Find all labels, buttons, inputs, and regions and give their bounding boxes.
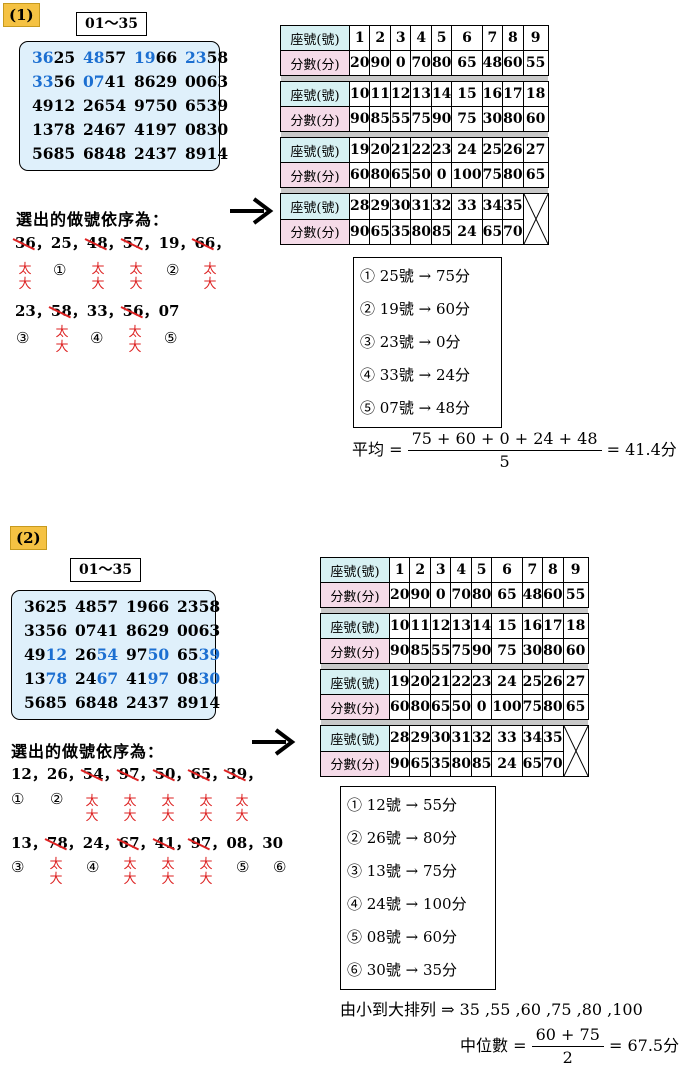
too-big-mark: 太大 xyxy=(18,262,32,292)
selection-line-2b: 13，78，24，67，41，97，08，30 xyxy=(11,834,284,852)
selection-title-1: 選出的做號依序為： xyxy=(16,210,170,229)
arrow-right-icon xyxy=(252,728,296,756)
seat-header: 座號(號) xyxy=(280,25,350,51)
selection-line-2a: 12，26，54，97，50，65，39， xyxy=(11,765,263,783)
sorted-list: 由小到大排列 ⇒ 35 ,55 ,60 ,75 ,80 ,100 xyxy=(340,1000,643,1019)
empty-cell-cross xyxy=(562,725,589,777)
selection-title-2: 選出的做號依序為： xyxy=(11,742,165,761)
too-big-mark: 太大 xyxy=(55,325,69,355)
empty-cell-cross xyxy=(522,193,549,245)
selection-line-1b: 23，58，33，56，07 xyxy=(15,302,180,320)
circle-mark-5: ⑤ xyxy=(164,329,178,347)
arrow-right-icon xyxy=(230,197,274,225)
too-big-mark: 太大 xyxy=(128,325,142,355)
circle-mark-2: ② xyxy=(166,261,180,279)
range-label-2: 01～35 xyxy=(70,558,141,582)
result-list-2: ① 12號 → 55分 ② 26號 → 80分 ③ 13號 → 75分 ④ 24… xyxy=(340,786,496,990)
too-big-mark: 太大 xyxy=(91,262,105,292)
part-1-label: (1) xyxy=(3,3,40,27)
too-big-mark: 太大 xyxy=(203,262,217,292)
result-list-1: ① 25號 → 75分 ② 19號 → 60分 ③ 23號 → 0分 ④ 33號… xyxy=(353,257,502,428)
selection-line-1a: 36，25，48，57，19，66， xyxy=(15,234,231,252)
circle-mark-4: ④ xyxy=(90,329,104,347)
circle-mark-1: ① xyxy=(53,261,67,279)
score-header: 分數(分) xyxy=(280,50,350,76)
range-label-1: 01～35 xyxy=(76,12,147,36)
part-2-label: (2) xyxy=(10,526,47,550)
circle-mark-3: ③ xyxy=(16,329,30,347)
too-big-mark: 太大 xyxy=(129,262,143,292)
